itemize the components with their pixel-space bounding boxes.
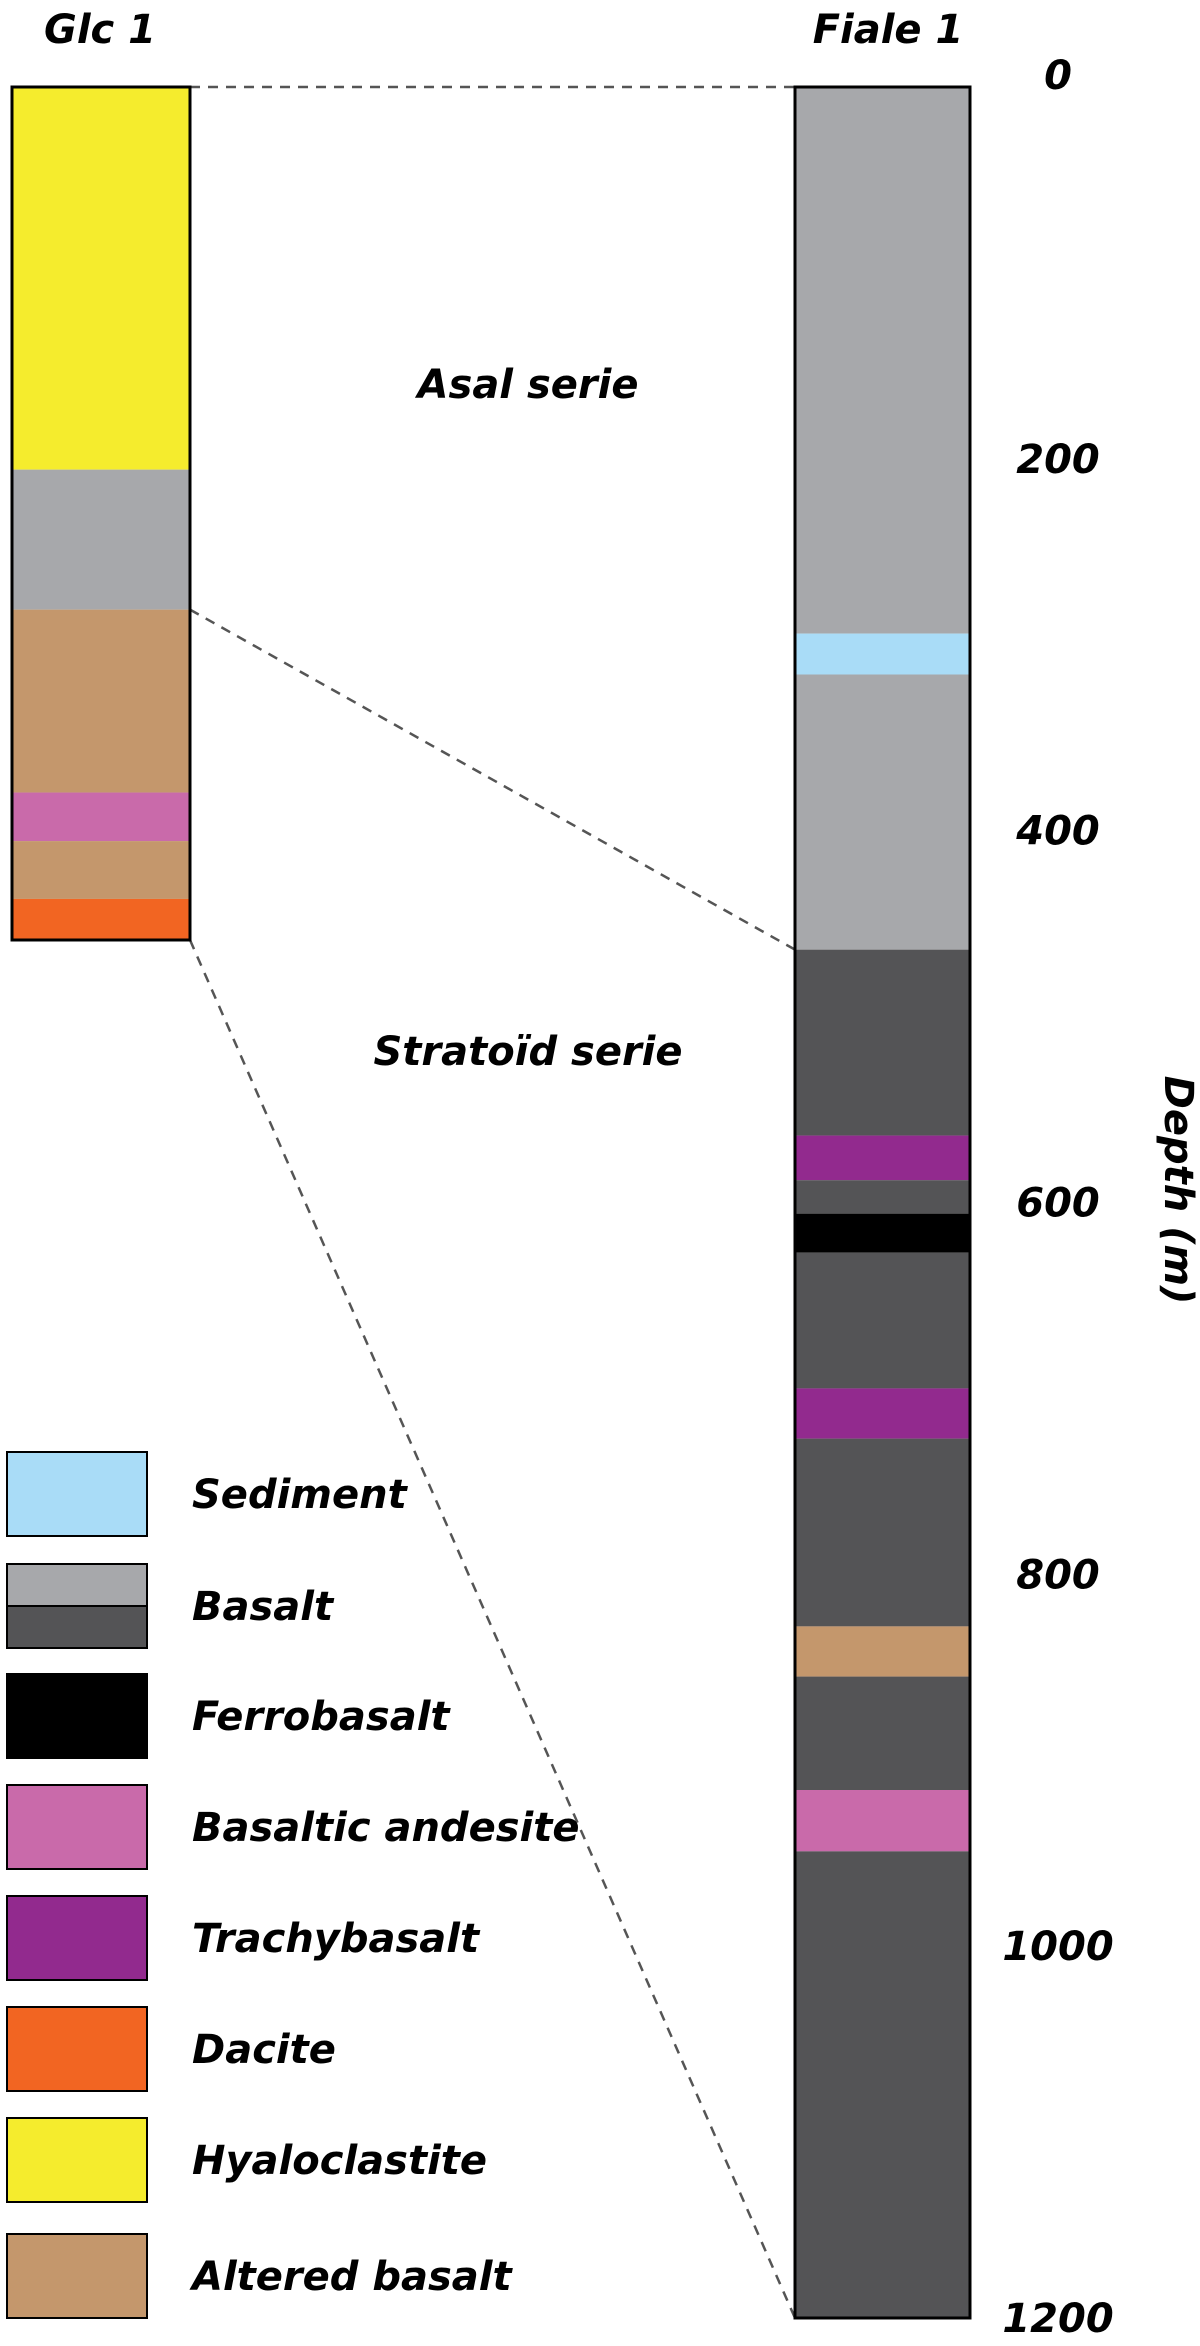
glc1-layer-altered-basalt xyxy=(12,841,190,899)
legend-swatch xyxy=(6,1784,148,1870)
glc1-column-frame xyxy=(10,85,192,942)
legend-item-hyaloclastite: Hyaloclastite xyxy=(6,2117,487,2203)
legend-label: Dacite xyxy=(192,2027,336,2073)
fiale1-layer-basalt-dark xyxy=(795,1851,970,2318)
fiale1-layer-ferrobasalt xyxy=(795,1213,970,1253)
legend-label: Ferrobasalt xyxy=(192,1694,451,1740)
depth-axis: 0 200 400 600 800 1000 1200 xyxy=(1002,53,1113,2342)
legend-label: Altered basalt xyxy=(189,2254,513,2300)
legend-item-altered-basalt: Altered basalt xyxy=(6,2233,513,2319)
fiale1-layer-basalt-dark xyxy=(795,1438,970,1627)
legend-swatch xyxy=(6,1673,148,1759)
depth-tick-label: 1000 xyxy=(1002,1924,1113,1970)
depth-tick-label: 200 xyxy=(1016,437,1100,483)
legend-item-basaltic-andesite: Basaltic andesite xyxy=(6,1784,579,1870)
fiale1-layer-trachybasalt xyxy=(795,1388,970,1439)
fiale1-layer-basalt-dark xyxy=(795,1180,970,1214)
glc1-layer-basalt-light xyxy=(12,469,190,610)
correlation-lines xyxy=(188,85,797,2319)
depth-axis-label: Depth (m) xyxy=(1155,1076,1200,1305)
fiale1-layer-basalt-dark xyxy=(795,1676,970,1790)
legend-swatch-basalt-light xyxy=(6,1563,148,1607)
fiale1-layer-sediment xyxy=(795,633,970,675)
glc1-layer-hyaloclastite xyxy=(12,87,190,470)
fiale1-layer-basalt-light xyxy=(795,674,970,950)
stratoid-series-label: Stratoïd serie xyxy=(373,1029,682,1075)
legend-item-dacite: Dacite xyxy=(6,2006,336,2092)
fiale1-column-frame xyxy=(793,85,972,2320)
fiale1-layer-trachybasalt xyxy=(795,1135,970,1181)
depth-tick-label: 0 xyxy=(1044,53,1072,99)
legend-label: Sediment xyxy=(192,1472,409,1518)
legend-swatch xyxy=(6,2117,148,2203)
fiale1-layer-basalt-dark xyxy=(795,949,970,1136)
fiale1-layer-altered-basalt xyxy=(795,1626,970,1677)
fiale1-layer-basaltic-andesite xyxy=(795,1789,970,1852)
legend-label: Trachybasalt xyxy=(192,1916,481,1962)
legend-swatch xyxy=(6,2006,148,2092)
asal-series-label: Asal serie xyxy=(415,362,639,408)
legend-swatch xyxy=(6,1451,148,1537)
fiale1-layer-basalt-light xyxy=(795,87,970,634)
fiale1-column xyxy=(793,85,972,2320)
legend-swatch xyxy=(6,2233,148,2319)
legend-item-trachybasalt: Trachybasalt xyxy=(6,1895,481,1981)
glc1-layer-basaltic-andesite xyxy=(12,792,190,842)
legend-label: Basaltic andesite xyxy=(192,1805,579,1851)
legend-label: Basalt xyxy=(192,1584,335,1630)
legend-swatch-basalt-dark xyxy=(6,1605,148,1649)
legend-swatch xyxy=(6,1895,148,1981)
glc1-layer-altered-basalt xyxy=(12,609,190,793)
depth-tick-label: 600 xyxy=(1016,1181,1100,1227)
legend-item-basalt: Basalt xyxy=(6,1563,335,1649)
glc1-title: Glc 1 xyxy=(44,7,156,53)
depth-tick-label: 400 xyxy=(1015,809,1100,855)
glc1-column xyxy=(10,85,192,942)
fiale1-layer-basalt-dark xyxy=(795,1252,970,1389)
depth-tick-label: 800 xyxy=(1016,1552,1100,1598)
glc1-layer-dacite xyxy=(12,898,190,940)
depth-tick-label: 1200 xyxy=(1002,2296,1113,2342)
legend-label: Hyaloclastite xyxy=(192,2138,487,2184)
legend-item-ferrobasalt: Ferrobasalt xyxy=(6,1673,451,1759)
legend-item-sediment: Sediment xyxy=(6,1451,409,1537)
correlation-line xyxy=(189,608,796,951)
fiale1-title: Fiale 1 xyxy=(813,7,964,53)
